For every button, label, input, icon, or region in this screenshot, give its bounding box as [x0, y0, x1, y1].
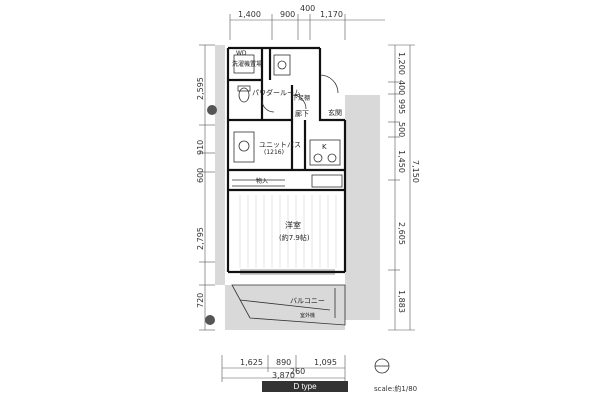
dim-bottom-4: 260: [290, 367, 306, 376]
dim-top-3: 400: [300, 4, 316, 13]
dim-right-3: 995: [397, 99, 406, 115]
room-hallway: 廊下: [295, 110, 309, 118]
room-laundry: 洗濯機置場: [232, 61, 263, 68]
room-balcony: バルコニー: [290, 297, 325, 305]
dim-bottom-2: 890: [276, 358, 292, 367]
room-entrance: 玄関: [328, 109, 342, 117]
room-ac-outdoor: 室外機: [300, 313, 316, 319]
room-powder: パウダールーム: [252, 89, 301, 97]
room-unit-bath-size: (1216): [264, 149, 284, 156]
dim-left-4: 2,795: [196, 227, 205, 250]
scale-label: scale:約1/80: [374, 385, 418, 393]
dim-bottom-total: 3,870: [272, 371, 295, 380]
dim-top-2: 900: [280, 10, 296, 19]
dim-top-4: 1,170: [320, 10, 343, 19]
dim-bottom-3: 1,095: [314, 358, 337, 367]
dim-top-1: 1,400: [238, 10, 261, 19]
dim-right-6: 2,605: [397, 222, 406, 245]
room-laundry-sub: WD: [236, 50, 247, 57]
dim-left-1: 2,595: [196, 77, 205, 100]
dim-left-2: 910: [196, 139, 205, 155]
dim-right-2: 400: [397, 80, 406, 96]
room-living-size: (約7.9帖): [279, 234, 310, 242]
dim-right-total: 7,150: [411, 160, 420, 183]
dim-left-5: 720: [196, 292, 205, 308]
dim-left-3: 600: [196, 167, 205, 183]
room-kitchen: K: [322, 143, 327, 151]
room-unit-bath: ユニットバス: [259, 141, 301, 149]
plan-type-label: D type: [262, 381, 348, 392]
room-closet: 物入: [256, 178, 269, 185]
room-shoe-shelf: 下足棚: [292, 95, 311, 102]
dim-bottom-1: 1,625: [240, 358, 263, 367]
room-living: 洋室: [285, 221, 301, 230]
dim-right-4: 500: [397, 122, 406, 138]
dim-right-1: 1,200: [397, 52, 406, 75]
dim-right-7: 1,883: [397, 290, 406, 313]
dim-right-5: 1,450: [397, 150, 406, 173]
